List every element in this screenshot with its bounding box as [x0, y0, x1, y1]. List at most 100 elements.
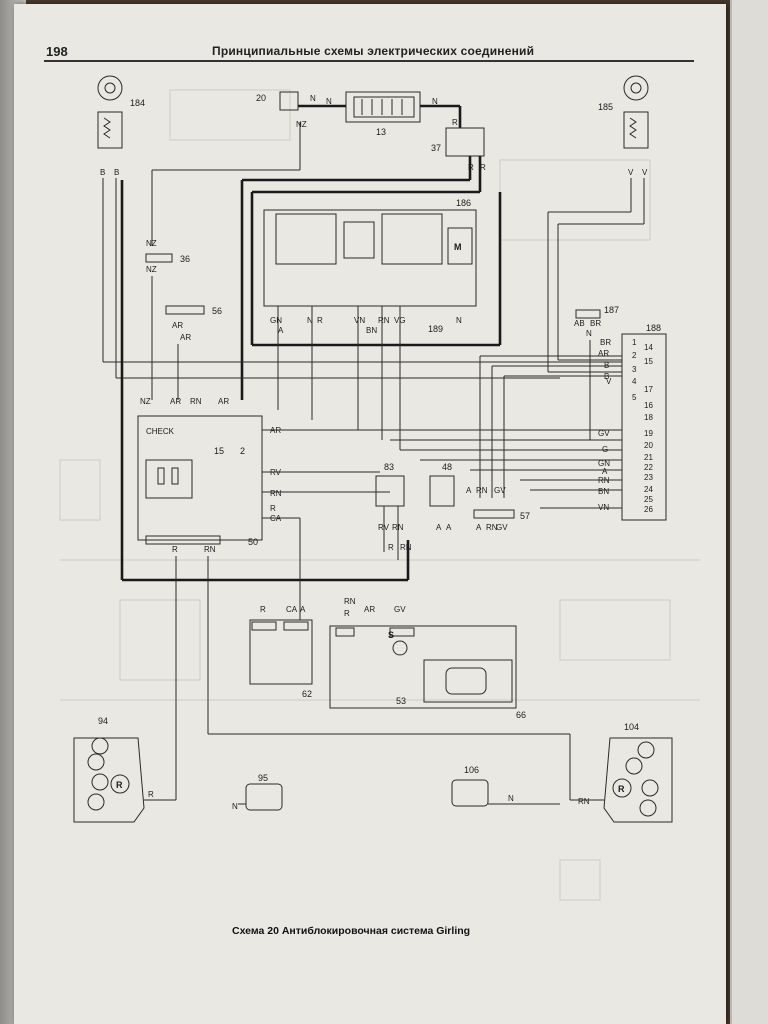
svg-text:AR: AR	[172, 321, 183, 330]
svg-text:N: N	[508, 794, 514, 803]
svg-text:17: 17	[644, 385, 653, 394]
label-53: 53	[396, 696, 406, 706]
component-20-switch: 20 N NZ	[256, 91, 316, 129]
svg-text:RN: RN	[270, 489, 282, 498]
svg-text:1: 1	[632, 338, 637, 347]
label-37: 37	[431, 143, 441, 153]
svg-text:BN: BN	[598, 487, 609, 496]
component-62-switch: R CA A 62	[249, 605, 313, 699]
svg-text:AR: AR	[218, 397, 229, 406]
svg-text:CA: CA	[286, 605, 298, 614]
svg-text:3: 3	[632, 365, 637, 374]
svg-text:BR: BR	[590, 319, 601, 328]
label-50: 50	[248, 537, 258, 547]
label-36: 36	[180, 254, 190, 264]
component-50-abs-control-unit: NZ AR RN AR CHECK 15 2 50 AR RV RN R CA …	[137, 397, 282, 554]
svg-text:B: B	[114, 168, 119, 177]
svg-text:RN: RN	[344, 597, 356, 606]
svg-text:R: R	[317, 316, 323, 325]
label-20: 20	[256, 93, 266, 103]
svg-text:N: N	[307, 316, 313, 325]
svg-text:GV: GV	[496, 523, 508, 532]
book-page	[14, 4, 726, 1024]
label-62: 62	[302, 689, 312, 699]
header-rule	[44, 60, 694, 62]
svg-text:20: 20	[644, 441, 653, 450]
svg-text:R: R	[452, 118, 458, 127]
label-95: 95	[258, 773, 268, 783]
svg-text:2: 2	[632, 351, 637, 360]
svg-text:15: 15	[644, 357, 653, 366]
svg-text:26: 26	[644, 505, 653, 514]
svg-text:N: N	[232, 802, 238, 811]
svg-text:23: 23	[644, 473, 653, 482]
component-186-relay-unit: M 186 189 GN N R VN RN VG A BN N	[263, 198, 477, 335]
svg-text:GV: GV	[494, 486, 506, 495]
svg-text:4: 4	[632, 377, 637, 386]
svg-text:S: S	[388, 630, 394, 640]
svg-text:N: N	[586, 329, 592, 338]
label-184: 184	[130, 98, 145, 108]
svg-text:18: 18	[644, 413, 653, 422]
svg-text:N: N	[432, 97, 438, 106]
label-94: 94	[98, 716, 108, 726]
svg-text:R: R	[116, 780, 123, 790]
svg-text:NZ: NZ	[140, 397, 151, 406]
svg-text:V: V	[606, 377, 612, 386]
svg-text:AR: AR	[598, 349, 609, 358]
svg-text:22: 22	[644, 463, 653, 472]
svg-text:R: R	[480, 163, 486, 172]
svg-text:GV: GV	[394, 605, 406, 614]
svg-text:RN: RN	[486, 523, 498, 532]
svg-text:NZ: NZ	[146, 239, 157, 248]
svg-text:RN: RN	[476, 486, 488, 495]
svg-text:A: A	[278, 326, 284, 335]
svg-text:21: 21	[644, 453, 653, 462]
component-13-fuse-block: 13	[345, 91, 421, 137]
page-number: 198	[46, 44, 68, 59]
svg-text:R: R	[172, 545, 178, 554]
svg-text:AR: AR	[180, 333, 191, 342]
svg-text:AR: AR	[170, 397, 181, 406]
svg-text:RN: RN	[204, 545, 216, 554]
label-185: 185	[598, 102, 613, 112]
svg-text:19: 19	[644, 429, 653, 438]
label-56: 56	[212, 306, 222, 316]
svg-text:R: R	[270, 504, 276, 513]
svg-text:V: V	[642, 168, 648, 177]
svg-text:14: 14	[644, 343, 653, 352]
svg-text:N: N	[326, 97, 332, 106]
label-57: 57	[520, 511, 530, 521]
label-83: 83	[384, 462, 394, 472]
bleed-through	[59, 89, 700, 901]
svg-text:NZ: NZ	[146, 265, 157, 274]
svg-text:A: A	[300, 605, 306, 614]
svg-text:24: 24	[644, 485, 653, 494]
motor-symbol: M	[454, 242, 462, 252]
svg-text:R: R	[618, 784, 625, 794]
label-48: 48	[442, 462, 452, 472]
svg-text:A: A	[436, 523, 442, 532]
label-189: 189	[428, 324, 443, 334]
svg-text:BN: BN	[366, 326, 377, 335]
svg-text:GN: GN	[598, 459, 610, 468]
component-94-rear-lamp: 94 R R	[73, 716, 154, 823]
svg-text:R: R	[148, 790, 154, 799]
svg-text:VN: VN	[354, 316, 365, 325]
label-106: 106	[464, 765, 479, 775]
wire-nz-20: NZ	[296, 120, 307, 129]
svg-text:AB: AB	[574, 319, 585, 328]
component-184-wheel-sensor: 184 B B	[97, 75, 145, 177]
component-185-wheel-sensor: 185 V V	[598, 75, 649, 177]
svg-text:R: R	[344, 609, 350, 618]
svg-text:A: A	[476, 523, 482, 532]
component-66-instrument-panel: RN R AR GV S 53 66	[329, 597, 526, 720]
component-57-connector: A RN GV 57 A RN GV	[466, 486, 530, 532]
component-95: 95 N	[232, 773, 283, 811]
svg-text:A: A	[466, 486, 472, 495]
svg-text:2: 2	[240, 446, 245, 456]
component-106: 106 N	[451, 765, 514, 807]
svg-text:16: 16	[644, 401, 653, 410]
component-56-connector: 56 AR AR	[165, 305, 222, 342]
